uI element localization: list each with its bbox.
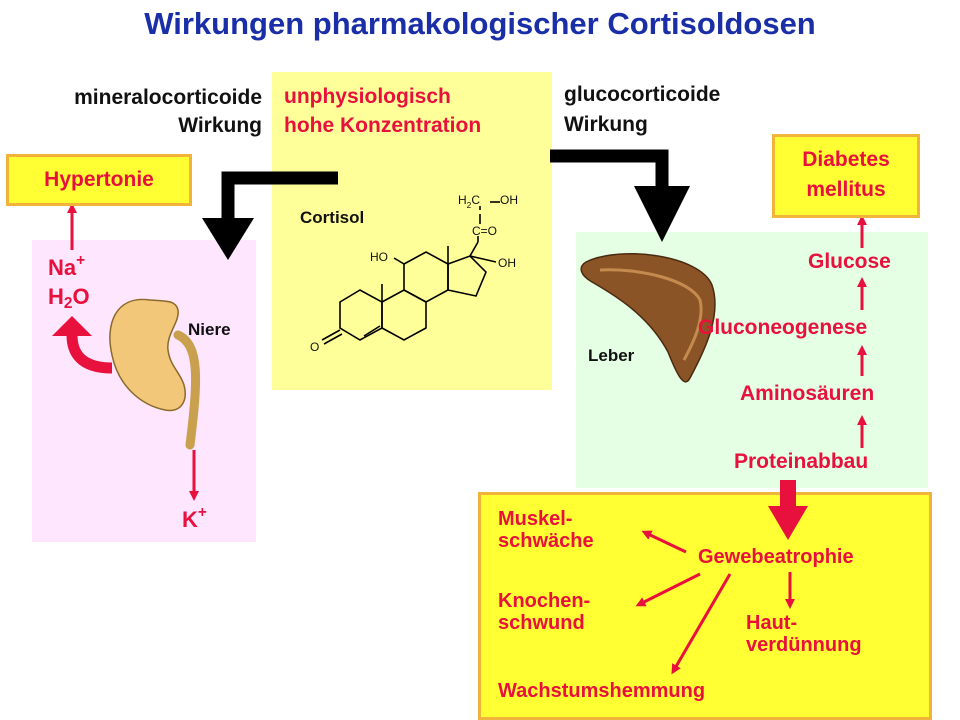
na-h2o-arrowhead — [52, 316, 92, 336]
cortisol-structure — [321, 201, 500, 345]
struct-oh: OH — [498, 256, 516, 270]
na-label: Na+ — [48, 252, 85, 281]
glucocorticoid-heading: glucocorticoide Wirkung — [564, 80, 720, 140]
gluconeogenese-label: Gluconeogenese — [698, 316, 868, 339]
na-h2o-excretion-arrow — [66, 334, 113, 374]
k-label: K+ — [182, 504, 207, 533]
page-title: Wirkungen pharmakologischer Cortisoldose… — [144, 6, 816, 41]
diabetes-line2: mellitus — [806, 178, 886, 201]
struct-h2c-h: H — [458, 193, 467, 207]
na-charge: + — [76, 252, 86, 269]
h2o-h: H — [48, 284, 64, 309]
knochen-line1: Knochen- — [498, 590, 591, 612]
k-text: K — [182, 507, 198, 532]
mineralocorticoid-heading: mineralocorticoide Wirkung — [20, 84, 262, 140]
mineralocorticoid-flow-arrow — [202, 171, 338, 260]
hypertonie-label: Hypertonie — [44, 168, 154, 191]
aminosaeuren-label: Aminosäuren — [740, 382, 875, 405]
hypertonie-box: Hypertonie — [6, 154, 192, 206]
na-text: Na — [48, 255, 77, 280]
struct-ho: HO — [370, 250, 388, 264]
wachstum-arrow — [671, 573, 732, 675]
glucocorticoid-heading-line2: Wirkung — [564, 113, 648, 136]
diabetes-line1: Diabetes — [802, 148, 890, 171]
k-charge: + — [197, 504, 207, 521]
struct-h2c: H2C — [458, 193, 480, 210]
muskel-line2: schwäche — [498, 530, 594, 552]
haut-label: Haut- verdünnung — [746, 612, 862, 656]
muskel-label: Muskel- schwäche — [498, 508, 594, 552]
knochen-line2: schwund — [498, 612, 585, 634]
liver-icon — [580, 253, 716, 383]
h2o-o: O — [72, 284, 90, 309]
diabetes-box: Diabetes mellitus — [772, 134, 920, 218]
muskel-line1: Muskel- — [498, 508, 573, 530]
leber-label: Leber — [588, 346, 635, 365]
concentration-note: unphysiologisch hohe Konzentration — [284, 82, 481, 140]
struct-h2c-c: C — [471, 193, 481, 207]
knochen-label: Knochen- schwund — [498, 590, 590, 634]
cortisol-panel — [272, 72, 552, 390]
haut-line2: verdünnung — [746, 634, 862, 656]
muskel-arrow — [641, 530, 687, 554]
gewebeatrophie-big-arrow-head — [768, 506, 808, 540]
niere-label: Niere — [188, 320, 231, 339]
cortisol-label: Cortisol — [300, 208, 365, 227]
effects-panel — [478, 492, 932, 720]
struct-oh-top: OH — [500, 193, 518, 207]
h2o-subscript: 2 — [63, 295, 73, 312]
kidney-icon — [109, 298, 201, 450]
glucocorticoid-flow-arrow — [550, 149, 690, 242]
struct-h2c-sub: 2 — [466, 200, 472, 210]
struct-co: C=O — [472, 224, 498, 238]
mineralocorticoid-heading-line1: mineralocorticoide — [74, 86, 262, 109]
h2o-label: H2O — [48, 284, 90, 313]
concentration-line1: unphysiologisch — [284, 85, 451, 108]
knochen-arrow — [635, 572, 701, 607]
gewebeatrophie-label: Gewebeatrophie — [698, 546, 854, 568]
glucocorticoid-heading-line1: glucocorticoide — [564, 83, 721, 106]
struct-o: O — [310, 340, 320, 354]
glucose-label: Glucose — [808, 250, 891, 273]
concentration-line2: hohe Konzentration — [284, 114, 482, 137]
gewebeatrophie-big-arrow-shaft — [780, 480, 796, 510]
mineralocorticoid-heading-line2: Wirkung — [178, 114, 262, 137]
wachstum-label: Wachstumshemmung — [498, 680, 706, 702]
proteinabbau-label: Proteinabbau — [734, 450, 869, 473]
haut-line1: Haut- — [746, 612, 798, 634]
